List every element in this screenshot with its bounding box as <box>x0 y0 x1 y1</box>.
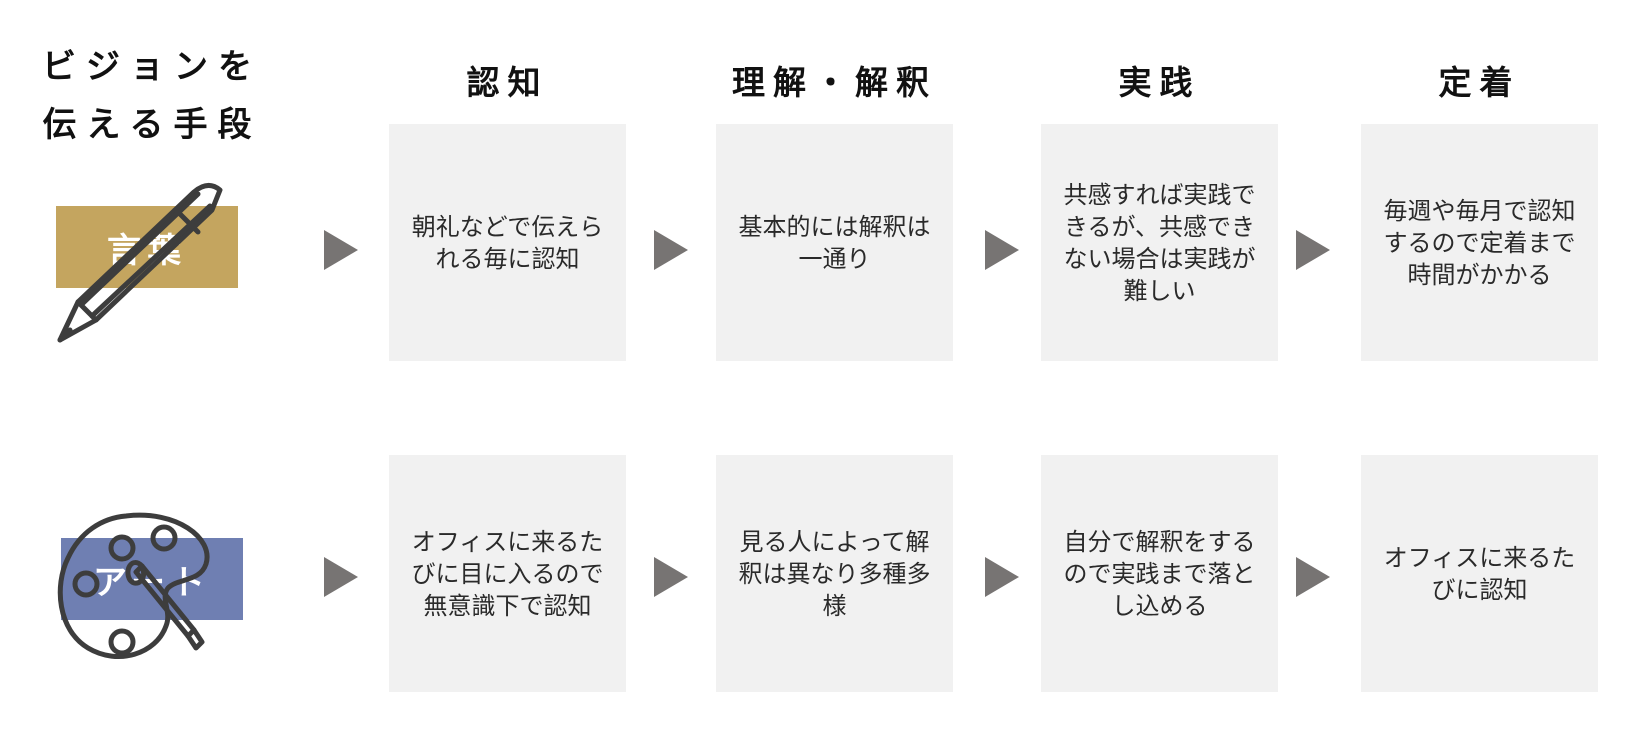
cell-words-understanding: 基本的には解釈は一通り <box>716 124 953 361</box>
diagram-title-line-1: ビジョンを <box>42 47 262 87</box>
cell-text: オフィスに来るたびに認知 <box>1383 543 1576 604</box>
diagram-title: ビジョンを 伝える手段 <box>32 38 272 154</box>
cell-words-practice: 共感すれば実践できるが、共感できない場合は実践が難しい <box>1041 124 1278 361</box>
cell-words-establishment: 毎週や毎月で認知するので定着まで時間がかかる <box>1361 124 1598 361</box>
cell-text: 自分で解釈をするので実践まで落とし込める <box>1063 527 1256 620</box>
pencil-icon <box>57 183 223 343</box>
flow-arrow <box>654 557 688 597</box>
stage-header-establishment: 定着 <box>1438 63 1521 102</box>
cell-art-practice: 自分で解釈をするので実践まで落とし込める <box>1041 455 1278 692</box>
stage-header-recognition: 認知 <box>466 63 549 102</box>
flow-arrow <box>1296 230 1330 270</box>
cell-text: 基本的には解釈は一通り <box>738 212 931 273</box>
flow-arrow <box>654 230 688 270</box>
cell-text: 朝礼などで伝えられる毎に認知 <box>411 212 604 273</box>
stage-header-understanding: 理解・解釈 <box>732 63 937 102</box>
cell-text: 見る人によって解釈は異なり多種多様 <box>738 527 931 620</box>
flow-arrow <box>324 230 358 270</box>
cell-text: オフィスに来るたびに目に入るので無意識下で認知 <box>411 527 604 620</box>
flow-arrow <box>985 557 1019 597</box>
palette-icon <box>57 512 210 659</box>
cell-art-establishment: オフィスに来るたびに認知 <box>1361 455 1598 692</box>
flow-arrow <box>324 557 358 597</box>
cell-art-recognition: オフィスに来るたびに目に入るので無意識下で認知 <box>389 455 626 692</box>
row-label-art-text: アート <box>93 562 211 603</box>
row-label-art: アート <box>61 538 243 620</box>
cell-art-understanding: 見る人によって解釈は異なり多種多様 <box>716 455 953 692</box>
flow-arrow <box>1296 557 1330 597</box>
cell-text: 毎週や毎月で認知するので定着まで時間がかかる <box>1383 196 1576 289</box>
diagram-title-line-2: 伝える手段 <box>42 105 262 145</box>
flow-arrow <box>985 230 1019 270</box>
cell-text: 共感すれば実践できるが、共感できない場合は実践が難しい <box>1063 180 1256 305</box>
stage-header-practice: 実践 <box>1118 63 1201 102</box>
cell-words-recognition: 朝礼などで伝えられる毎に認知 <box>389 124 626 361</box>
